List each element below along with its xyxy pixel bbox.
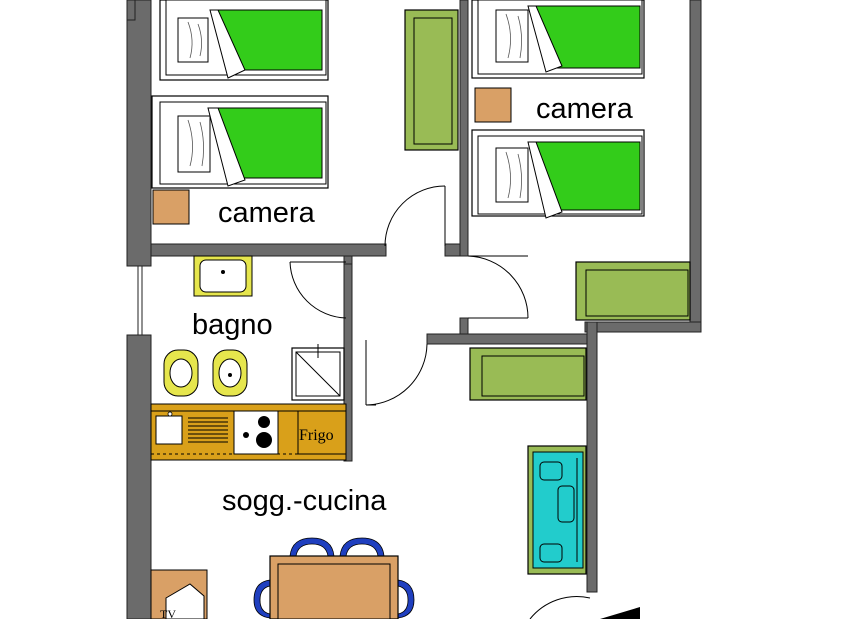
cabinet-living-top <box>469 347 587 401</box>
doors <box>289 185 529 406</box>
kitchen-sink <box>155 415 183 445</box>
sofa <box>527 445 587 575</box>
room-label-bathroom: bagno <box>192 309 273 341</box>
room-label-living-kitchen: sogg.-cucina <box>222 485 387 517</box>
entrance-arrow-icon <box>600 607 640 619</box>
wall-bedroom-left-bottom <box>150 243 387 257</box>
walls <box>126 0 702 619</box>
wardrobe-middle <box>404 9 459 151</box>
room-label-bedroom-right: camera <box>536 93 634 125</box>
nightstand-left <box>152 189 190 225</box>
fridge <box>297 410 347 455</box>
wall-left-top-cap <box>126 0 136 21</box>
fridge-label: Frigo <box>299 427 334 444</box>
wall-right-outer <box>689 0 702 333</box>
toilet <box>163 349 199 397</box>
wall-bathroom-right-top <box>343 255 353 265</box>
bed-left-bottom <box>151 95 329 189</box>
window-left <box>127 265 151 336</box>
entrance-door <box>529 596 640 619</box>
room-label-bedroom-left: camera <box>218 197 316 229</box>
bed-right-top <box>471 0 645 79</box>
sink <box>193 255 253 297</box>
bidet <box>212 349 248 397</box>
shower <box>291 344 345 401</box>
wall-living-top <box>426 333 598 345</box>
wall-left-upper <box>126 0 152 267</box>
tv-label: TV <box>160 607 176 619</box>
dining-set <box>253 537 415 619</box>
wall-left-lower <box>126 334 152 619</box>
wall-middle-vertical <box>459 0 469 257</box>
wall-right-step <box>584 321 702 333</box>
drainer <box>188 417 228 443</box>
wardrobe-right <box>575 261 691 321</box>
wall-living-right <box>586 321 598 593</box>
bed-right-bottom <box>471 129 645 219</box>
tv-cabinet: TV <box>150 569 208 619</box>
wall-bedroom-left-bottom-right <box>444 243 461 257</box>
nightstand-right <box>474 87 512 123</box>
kitchen-counter: Frigo <box>150 403 347 461</box>
bed-left-top <box>159 0 329 81</box>
cooktop <box>233 410 279 455</box>
